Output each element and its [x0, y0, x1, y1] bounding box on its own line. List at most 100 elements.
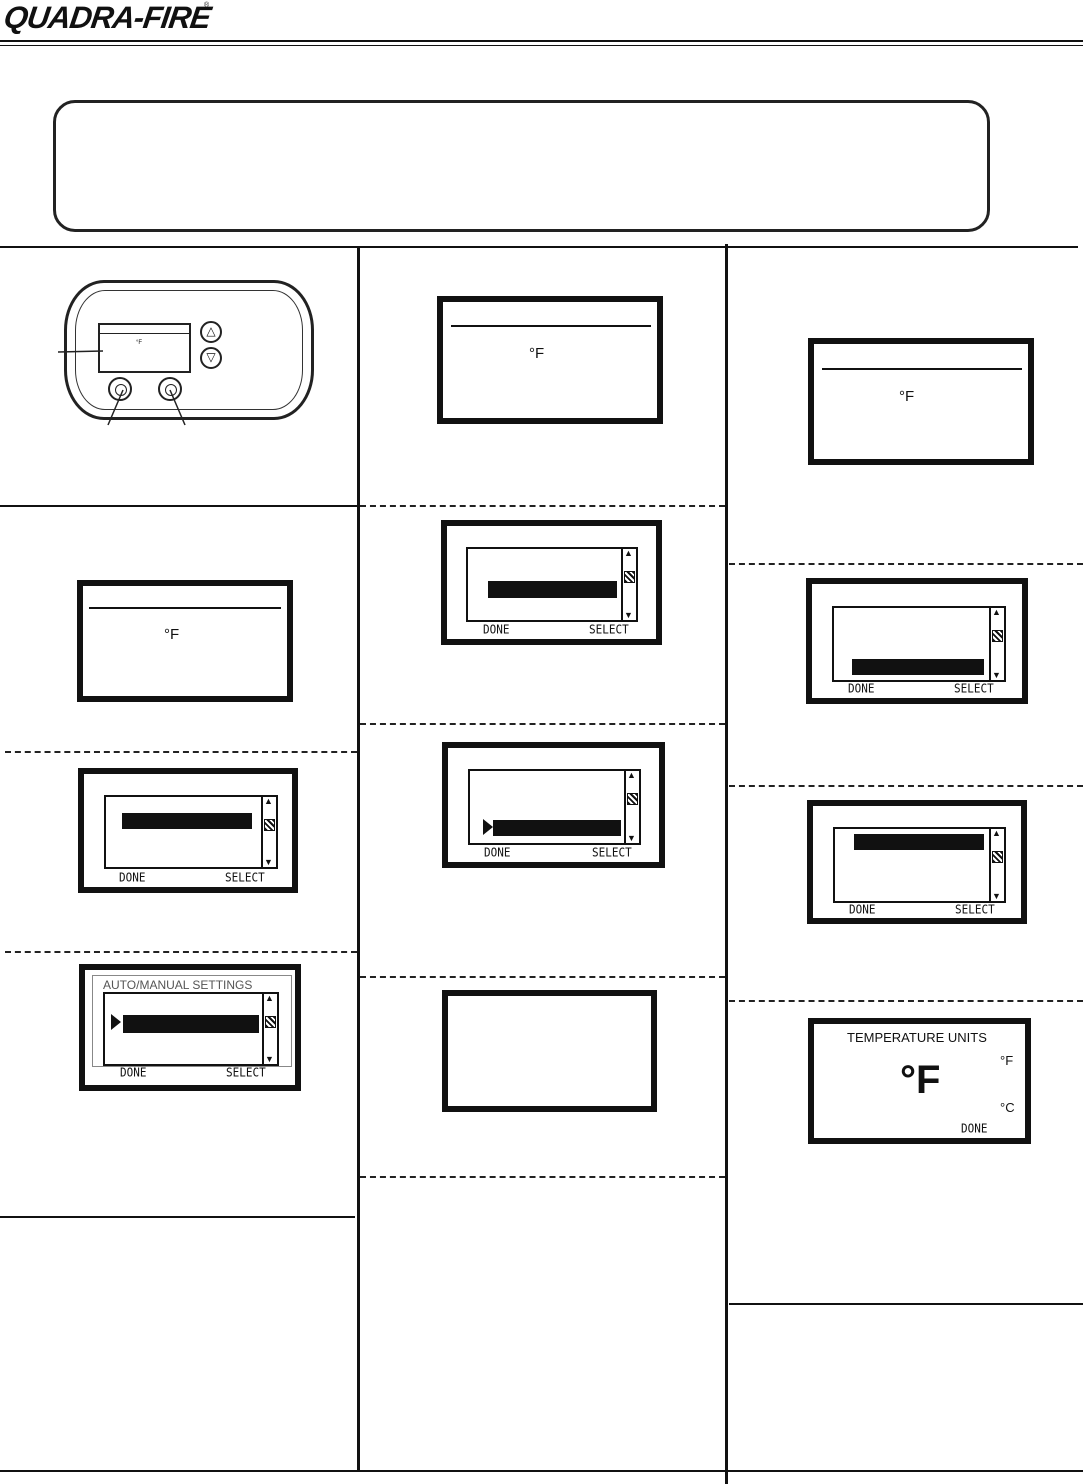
header-rule-bottom	[0, 45, 1083, 46]
thermostat-outline	[64, 280, 314, 420]
done-label: DONE	[484, 845, 511, 860]
col1-dash-1	[5, 751, 357, 753]
screen-rule	[451, 325, 651, 327]
done-label: DONE	[483, 622, 510, 637]
scroll-thumb[interactable]	[265, 1016, 276, 1028]
scroll-up-icon[interactable]: ▲	[627, 770, 636, 780]
select-label: SELECT	[955, 902, 995, 917]
scrollbar[interactable]: ▲▼	[624, 771, 639, 843]
scrollbar[interactable]: ▲▼	[621, 549, 636, 620]
section-rule-top	[0, 246, 1078, 248]
temperature-units-title: TEMPERATURE UNITS	[847, 1030, 987, 1045]
screen-rule	[822, 368, 1022, 370]
menu-highlight[interactable]	[852, 659, 984, 675]
scroll-up-icon[interactable]: ▲	[624, 548, 633, 558]
callout-lines	[57, 350, 186, 426]
scroll-down-icon[interactable]: ▼	[624, 610, 633, 620]
done-label: DONE	[849, 902, 876, 917]
menu-highlight[interactable]	[493, 820, 621, 836]
col1-rule-1	[0, 505, 357, 507]
option-fahrenheit[interactable]: °F	[1000, 1053, 1014, 1068]
scroll-down-icon[interactable]: ▼	[627, 833, 636, 843]
temp-readout: °F	[529, 345, 545, 362]
thermostat-up-button[interactable]: △	[200, 321, 222, 343]
select-label: SELECT	[226, 1065, 266, 1080]
home-screen-3: °F	[808, 338, 1034, 465]
scroll-thumb[interactable]	[264, 819, 275, 831]
menu-screen-3: ▲▼ DONE SELECT	[442, 742, 665, 868]
selection-arrow-icon	[111, 1014, 121, 1030]
menu-screen-1: ▲▼ DONE SELECT	[78, 768, 298, 893]
temp-readout: °F	[164, 626, 180, 643]
scroll-down-icon[interactable]: ▼	[992, 670, 1001, 680]
column-divider-1	[357, 248, 360, 1470]
temperature-units-screen: TEMPERATURE UNITS °F °F °C DONE	[808, 1018, 1031, 1144]
instruction-banner	[53, 100, 990, 232]
scrollbar[interactable]: ▲▼	[261, 797, 276, 867]
scrollbar[interactable]: ▲▼	[989, 608, 1004, 680]
menu-list: ▲▼	[468, 769, 641, 845]
selection-arrow-icon	[483, 819, 493, 835]
scroll-up-icon[interactable]: ▲	[264, 796, 273, 806]
home-screen-2: °F	[437, 296, 663, 424]
menu-frame	[92, 975, 292, 1067]
thermostat-down-button[interactable]: ▽	[200, 347, 222, 369]
menu-screen-4: ▲▼ DONE SELECT	[806, 578, 1028, 704]
quadra-fire-logo: QUADRA-FIRE	[1, 0, 213, 35]
menu-highlight[interactable]	[488, 581, 617, 598]
scroll-thumb[interactable]	[627, 793, 638, 805]
header-rule-top	[0, 40, 1083, 42]
scroll-thumb[interactable]	[992, 851, 1003, 863]
scrollbar[interactable]: ▲▼	[262, 994, 277, 1064]
select-label: SELECT	[225, 870, 265, 885]
col3-dash-2	[729, 785, 1083, 787]
menu-list: ▲▼	[104, 795, 278, 869]
down-triangle-icon: ▽	[206, 350, 216, 364]
temp-readout: °F	[899, 388, 915, 405]
done-label: DONE	[119, 870, 146, 885]
scroll-up-icon[interactable]: ▲	[992, 607, 1001, 617]
select-label: SELECT	[954, 681, 994, 696]
done-label: DONE	[848, 681, 875, 696]
scrollbar[interactable]: ▲▼	[989, 829, 1004, 901]
done-label: DONE	[120, 1065, 147, 1080]
scroll-up-icon[interactable]: ▲	[992, 828, 1001, 838]
menu-highlight[interactable]	[122, 813, 252, 829]
screen-rule	[89, 607, 281, 609]
menu-screen-2: ▲▼ DONE SELECT	[441, 520, 662, 645]
home-screen-1: °F	[77, 580, 293, 702]
thermostat-display: °F	[98, 323, 191, 373]
menu-list: ▲▼	[832, 606, 1006, 682]
scroll-down-icon[interactable]: ▼	[264, 857, 273, 867]
registered-mark: ®	[204, 2, 210, 9]
column-divider-2	[725, 244, 728, 1484]
auto-manual-list: ▲▼	[103, 992, 279, 1066]
scroll-down-icon[interactable]: ▼	[265, 1054, 274, 1064]
select-label: SELECT	[589, 622, 629, 637]
scroll-thumb[interactable]	[992, 630, 1003, 642]
select-label: SELECT	[592, 845, 632, 860]
menu-highlight[interactable]	[854, 834, 984, 850]
col1-rule-2	[0, 1216, 355, 1218]
col1-dash-2	[5, 951, 357, 953]
scroll-thumb[interactable]	[624, 571, 635, 583]
scroll-down-icon[interactable]: ▼	[992, 891, 1001, 901]
up-triangle-icon: △	[206, 324, 216, 338]
col3-dash-3	[729, 1000, 1083, 1002]
option-celsius[interactable]: °C	[1000, 1100, 1015, 1115]
auto-manual-title: AUTO/MANUAL SETTINGS	[103, 978, 253, 992]
col3-dash-1	[729, 563, 1083, 565]
thermostat-right-softkey[interactable]	[158, 377, 182, 401]
menu-list: ▲▼	[466, 547, 638, 622]
menu-list: ▲▼	[833, 827, 1006, 903]
col2-dash-4	[360, 1176, 725, 1178]
done-label[interactable]: DONE	[961, 1121, 988, 1136]
col2-dash-3	[360, 976, 725, 978]
menu-highlight[interactable]	[123, 1015, 259, 1033]
thermostat-face	[75, 290, 303, 410]
col2-dash-1	[360, 505, 725, 507]
auto-manual-screen: AUTO/MANUAL SETTINGS ▲▼ DONE SELECT	[79, 964, 301, 1091]
temperature-units-value: °F	[900, 1058, 941, 1102]
scroll-up-icon[interactable]: ▲	[265, 993, 274, 1003]
menu-screen-5: ▲▼ DONE SELECT	[807, 800, 1027, 924]
